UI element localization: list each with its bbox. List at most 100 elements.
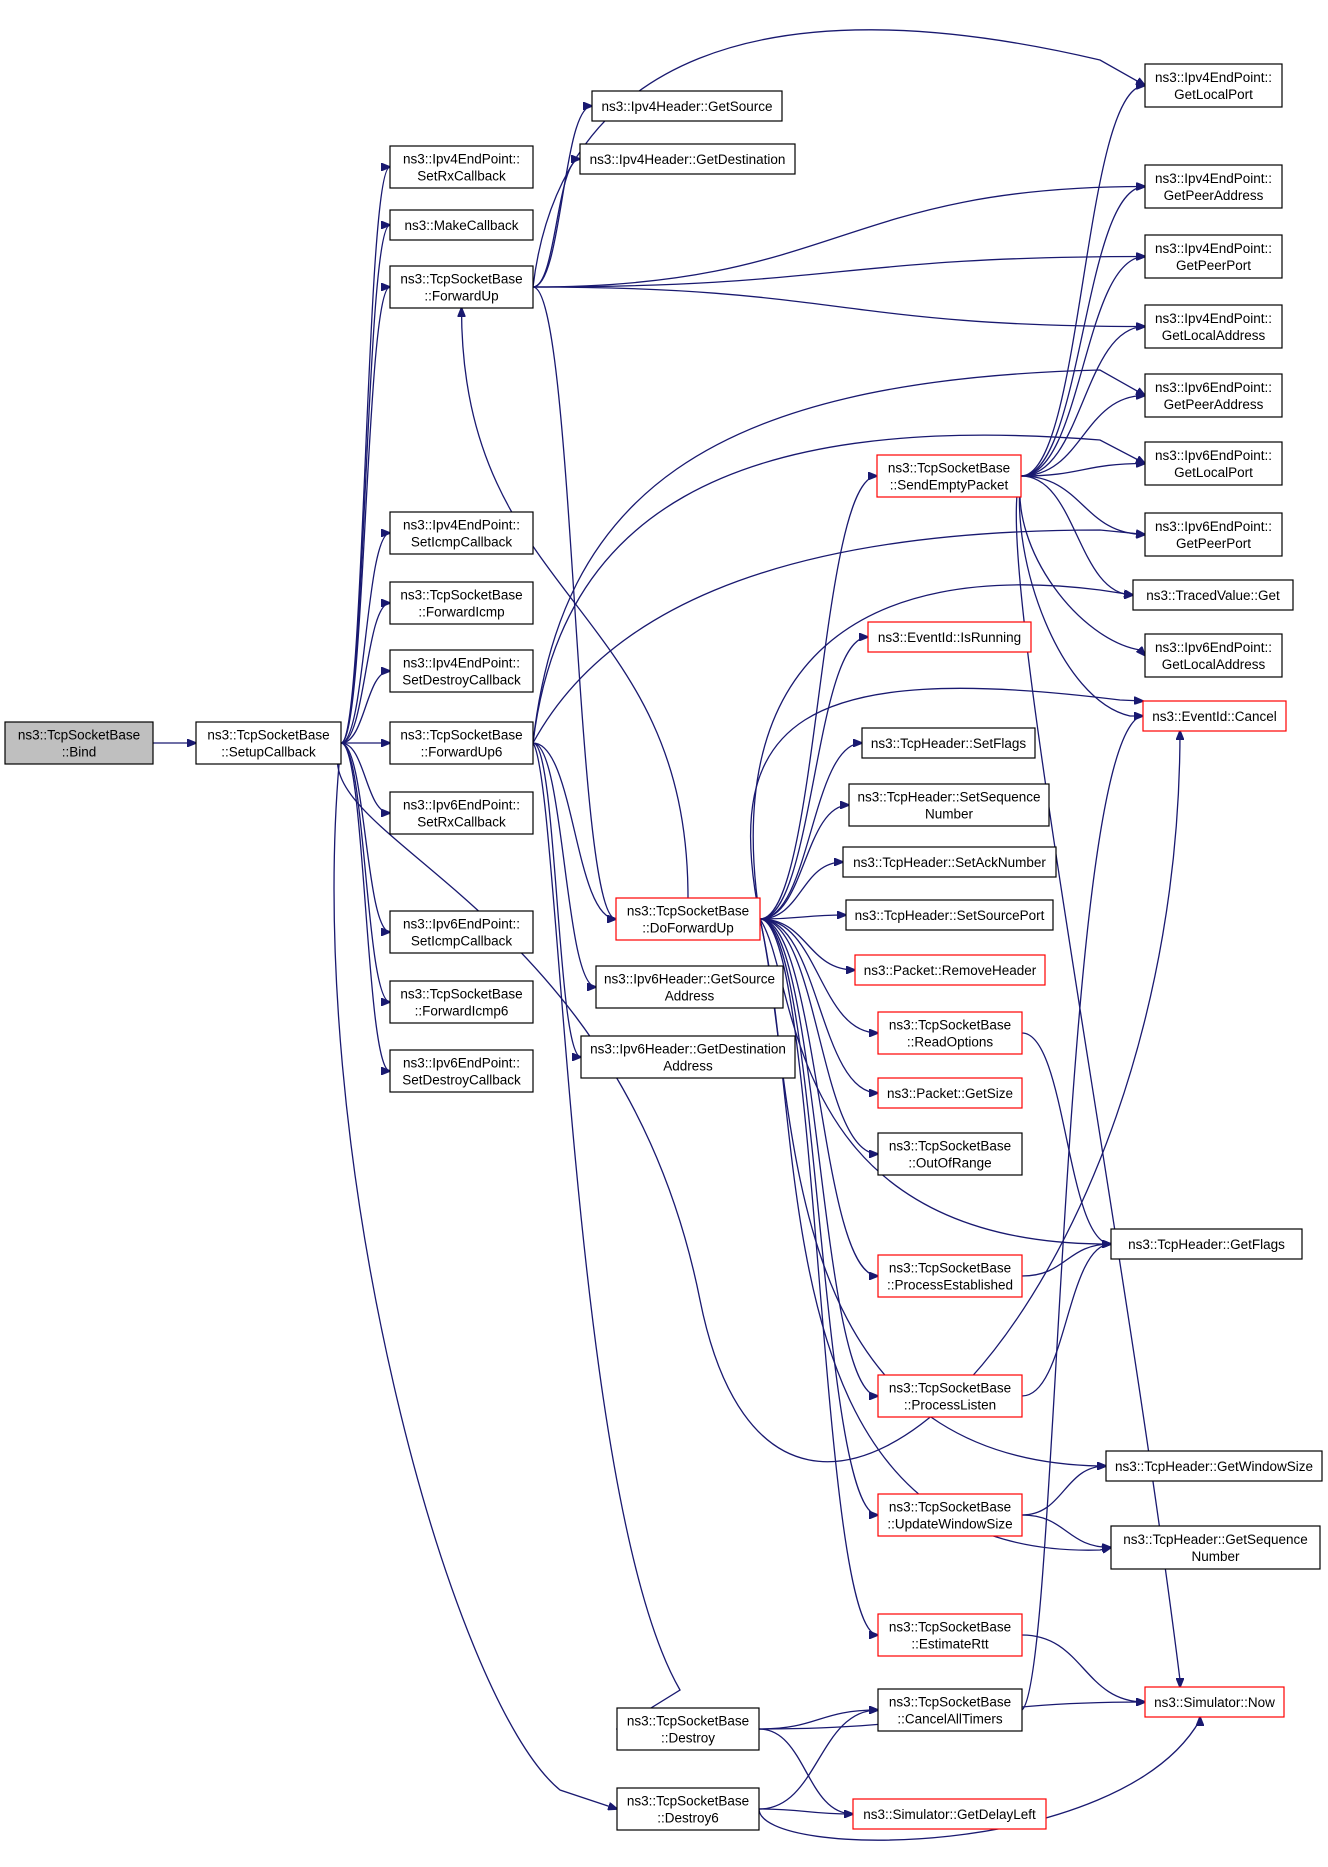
node-label: ns3::TcpSocketBase (889, 1620, 1011, 1635)
node-box (877, 1077, 1023, 1109)
node-ipv6-getlocaladdr[interactable]: ns3::Ipv6EndPoint::GetLocalAddress (1144, 633, 1283, 678)
edge-dofwdup-to-setseq (759, 805, 849, 920)
edge-setup-to-ipv4_seticmp (340, 533, 390, 744)
node-ipv6-setdestroy[interactable]: ns3::Ipv6EndPoint::SetDestroyCallback (389, 1049, 534, 1093)
node-label: ns3::TcpSocketBase (627, 1714, 749, 1729)
node-getwinsize[interactable]: ns3::TcpHeader::GetWindowSize (1105, 1450, 1323, 1482)
node-sendempty[interactable]: ns3::TcpSocketBase::SendEmptyPacket (876, 454, 1022, 498)
node-label: GetPeerPort (1176, 536, 1251, 551)
node-ipv4-getlocalport[interactable]: ns3::Ipv4EndPoint::GetLocalPort (1144, 63, 1283, 108)
edge-dofwdup-to-estrtt (759, 918, 878, 1635)
node-label: ns3::TcpHeader::SetSequence (857, 790, 1040, 805)
node-setflags[interactable]: ns3::TcpHeader::SetFlags (861, 727, 1036, 759)
node-box (591, 90, 783, 122)
node-label: ns3::TcpHeader::GetSequence (1123, 1532, 1308, 1547)
node-outofrange[interactable]: ns3::TcpSocketBase::OutOfRange (877, 1132, 1023, 1176)
edge-setup-to-destroy6 (333, 742, 617, 1809)
node-fwdup[interactable]: ns3::TcpSocketBase::ForwardUp (389, 265, 534, 309)
node-label: ::ForwardUp (424, 289, 498, 304)
node-label: ::ForwardIcmp6 (415, 1004, 509, 1019)
node-ipv4-getpeeraddr[interactable]: ns3::Ipv4EndPoint::GetPeerAddress (1144, 164, 1283, 209)
node-now[interactable]: ns3::Simulator::Now (1144, 1686, 1285, 1718)
node-updwin[interactable]: ns3::TcpSocketBase::UpdateWindowSize (877, 1493, 1023, 1537)
node-getsize[interactable]: ns3::Packet::GetSize (877, 1077, 1023, 1109)
node-ipv4h-getsrc[interactable]: ns3::Ipv4Header::GetSource (591, 90, 783, 122)
node-fwdicmp[interactable]: ns3::TcpSocketBase::ForwardIcmp (389, 581, 534, 625)
edge-dofwdup-to-setflags (759, 743, 862, 920)
node-ipv4-getlocaladdr[interactable]: ns3::Ipv4EndPoint::GetLocalAddress (1144, 304, 1283, 349)
node-label: ns3::Ipv4Header::GetSource (601, 99, 772, 114)
node-label: ns3::TcpSocketBase (400, 987, 522, 1002)
edge-canceltimers-to-cancel (1021, 715, 1150, 1711)
node-label: ns3::Ipv6EndPoint:: (403, 798, 520, 813)
node-ipv6-setrx[interactable]: ns3::Ipv6EndPoint::SetRxCallback (389, 791, 534, 835)
node-destroy[interactable]: ns3::TcpSocketBase::Destroy (616, 1707, 760, 1751)
edge-fwdup-to-ipv4_getlocalport (532, 29, 1145, 288)
node-setack[interactable]: ns3::TcpHeader::SetAckNumber (842, 846, 1057, 878)
node-ipv6-getpeerport[interactable]: ns3::Ipv6EndPoint::GetPeerPort (1144, 512, 1283, 557)
node-label: ns3::Ipv4EndPoint:: (1155, 241, 1272, 256)
edge-fwdup6-to-ipv6h_getsrc (532, 742, 596, 987)
node-dofwdup[interactable]: ns3::TcpSocketBase::DoForwardUp (615, 897, 761, 941)
edge-setup-to-cancel (336, 731, 1180, 1463)
edge-destroy6-to-canceltimers (758, 1710, 878, 1810)
node-box (848, 783, 1050, 827)
node-ipv6-getpeeraddr[interactable]: ns3::Ipv6EndPoint::GetPeerAddress (1144, 373, 1283, 418)
node-ipv4-setrx[interactable]: ns3::Ipv4EndPoint::SetRxCallback (389, 145, 534, 189)
node-box (389, 581, 534, 625)
node-box (877, 1493, 1023, 1537)
node-fwdup6[interactable]: ns3::TcpSocketBase::ForwardUp6 (389, 721, 534, 765)
node-setup[interactable]: ns3::TcpSocketBase::SetupCallback (195, 721, 342, 765)
node-ipv6-seticmp[interactable]: ns3::Ipv6EndPoint::SetIcmpCallback (389, 910, 534, 954)
node-bind[interactable]: ns3::TcpSocketBase::Bind (4, 721, 154, 765)
node-estrtt[interactable]: ns3::TcpSocketBase::EstimateRtt (877, 1613, 1023, 1657)
node-ipv6-getlocalport[interactable]: ns3::Ipv6EndPoint::GetLocalPort (1144, 441, 1283, 486)
node-box (616, 1707, 760, 1751)
node-box (854, 954, 1046, 986)
node-makecb[interactable]: ns3::MakeCallback (389, 209, 534, 241)
node-label: SetDestroyCallback (402, 673, 521, 688)
node-canceltimers[interactable]: ns3::TcpSocketBase::CancelAllTimers (877, 1688, 1023, 1732)
node-getdelayleft[interactable]: ns3::Simulator::GetDelayLeft (852, 1798, 1047, 1830)
node-cancel[interactable]: ns3::EventId::Cancel (1142, 700, 1287, 732)
edge-destroy-to-getdelayleft (758, 1728, 853, 1814)
node-proclisten[interactable]: ns3::TcpSocketBase::ProcessListen (877, 1374, 1023, 1418)
node-box (389, 209, 534, 241)
node-removehdr[interactable]: ns3::Packet::RemoveHeader (854, 954, 1046, 986)
edge-dofwdup-to-tracedget (752, 584, 1133, 920)
node-fwdicmp6[interactable]: ns3::TcpSocketBase::ForwardIcmp6 (389, 980, 534, 1024)
node-box (1110, 1525, 1321, 1570)
edge-sendempty-to-ipv6_getlocalport (1020, 464, 1145, 477)
node-ipv4-seticmp[interactable]: ns3::Ipv4EndPoint::SetIcmpCallback (389, 511, 534, 555)
node-ipv4h-getdst[interactable]: ns3::Ipv4Header::GetDestination (579, 143, 796, 175)
node-label: ns3::Ipv6Header::GetSource (604, 972, 775, 987)
node-box (1144, 304, 1283, 349)
node-ipv4-setdestroy[interactable]: ns3::Ipv4EndPoint::SetDestroyCallback (389, 649, 534, 693)
node-destroy6[interactable]: ns3::TcpSocketBase::Destroy6 (616, 1787, 760, 1831)
node-label: ::ReadOptions (907, 1035, 994, 1050)
node-label: ns3::TcpHeader::SetFlags (871, 736, 1027, 751)
node-label: ::OutOfRange (908, 1156, 991, 1171)
edge-sendempty-to-ipv4_getlocaladdr (1020, 327, 1145, 477)
node-box (876, 454, 1022, 498)
node-label: SetIcmpCallback (411, 934, 513, 949)
node-label: ns3::Packet::GetSize (887, 1086, 1013, 1101)
node-ipv4-getpeerport[interactable]: ns3::Ipv4EndPoint::GetPeerPort (1144, 234, 1283, 279)
node-getflags[interactable]: ns3::TcpHeader::GetFlags (1110, 1228, 1303, 1260)
edge-fwdup6-to-destroy (532, 742, 681, 1729)
edge-setup-to-ipv6_setrx (340, 742, 390, 813)
node-tracedget[interactable]: ns3::TracedValue::Get (1132, 579, 1294, 611)
node-readopts[interactable]: ns3::TcpSocketBase::ReadOptions (877, 1011, 1023, 1055)
edge-sendempty-to-tracedget (1020, 475, 1133, 595)
node-box (852, 1798, 1047, 1830)
node-box (867, 621, 1032, 653)
node-setsrcport[interactable]: ns3::TcpHeader::SetSourcePort (845, 899, 1054, 931)
node-isrunning[interactable]: ns3::EventId::IsRunning (867, 621, 1032, 653)
node-procest[interactable]: ns3::TcpSocketBase::ProcessEstablished (877, 1254, 1023, 1298)
node-label: GetLocalAddress (1162, 657, 1266, 672)
